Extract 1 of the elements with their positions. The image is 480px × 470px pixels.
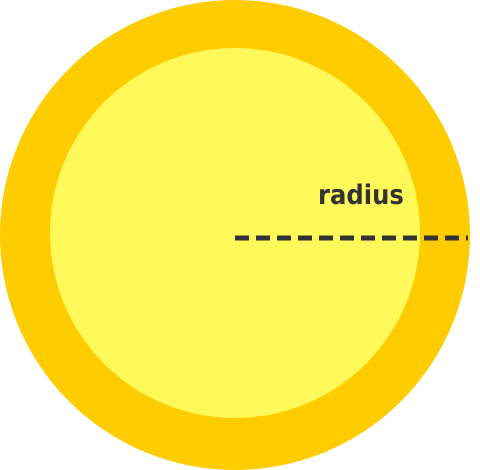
dimension-label: radius [318, 180, 404, 212]
